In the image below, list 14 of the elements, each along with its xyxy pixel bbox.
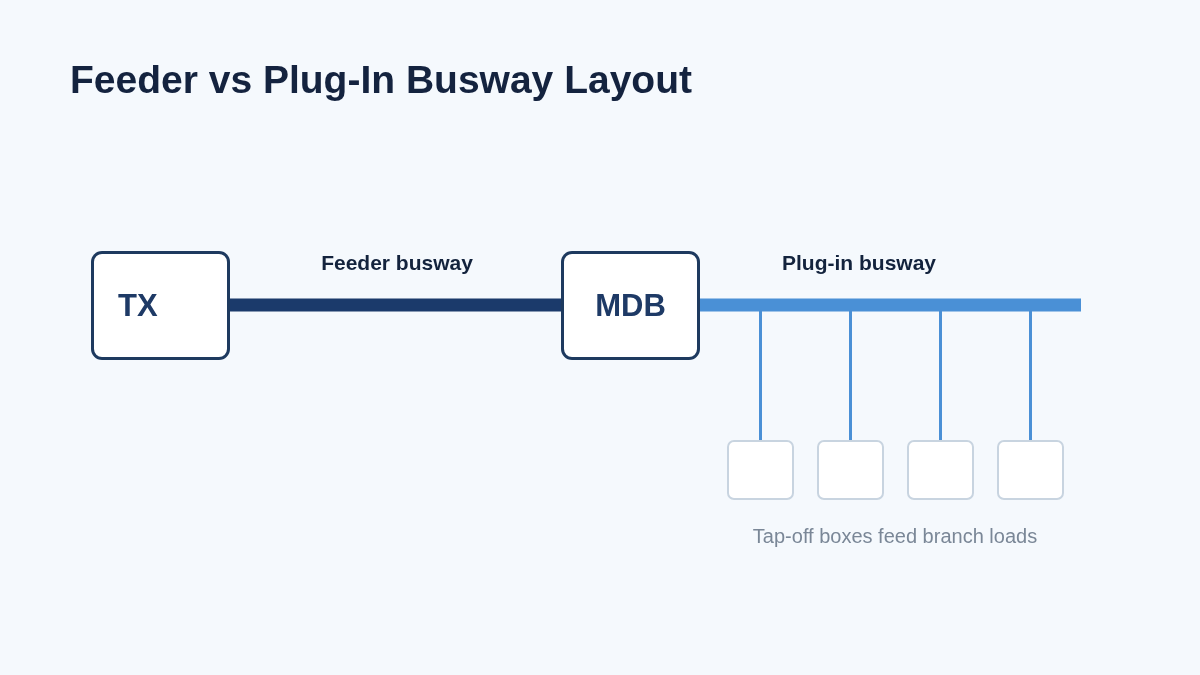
tap-off-box: [907, 440, 974, 500]
equipment-box: [561, 251, 700, 360]
tap-off-box: [997, 440, 1064, 500]
node-label: MDB: [595, 287, 666, 324]
edge-label: Feeder busway: [321, 251, 473, 275]
tap-off-box: [817, 440, 884, 500]
caption-note: Tap-off boxes feed branch loads: [752, 525, 1038, 548]
edge-label: Plug-in busway: [782, 251, 936, 275]
busway-line: [230, 298, 561, 312]
tap-off-box: [727, 440, 794, 500]
busway-line: [700, 298, 1081, 312]
node-label: TX: [118, 287, 158, 324]
equipment-box: [91, 251, 230, 360]
diagram-title: Feeder vs Plug-In Busway Layout: [70, 58, 692, 102]
